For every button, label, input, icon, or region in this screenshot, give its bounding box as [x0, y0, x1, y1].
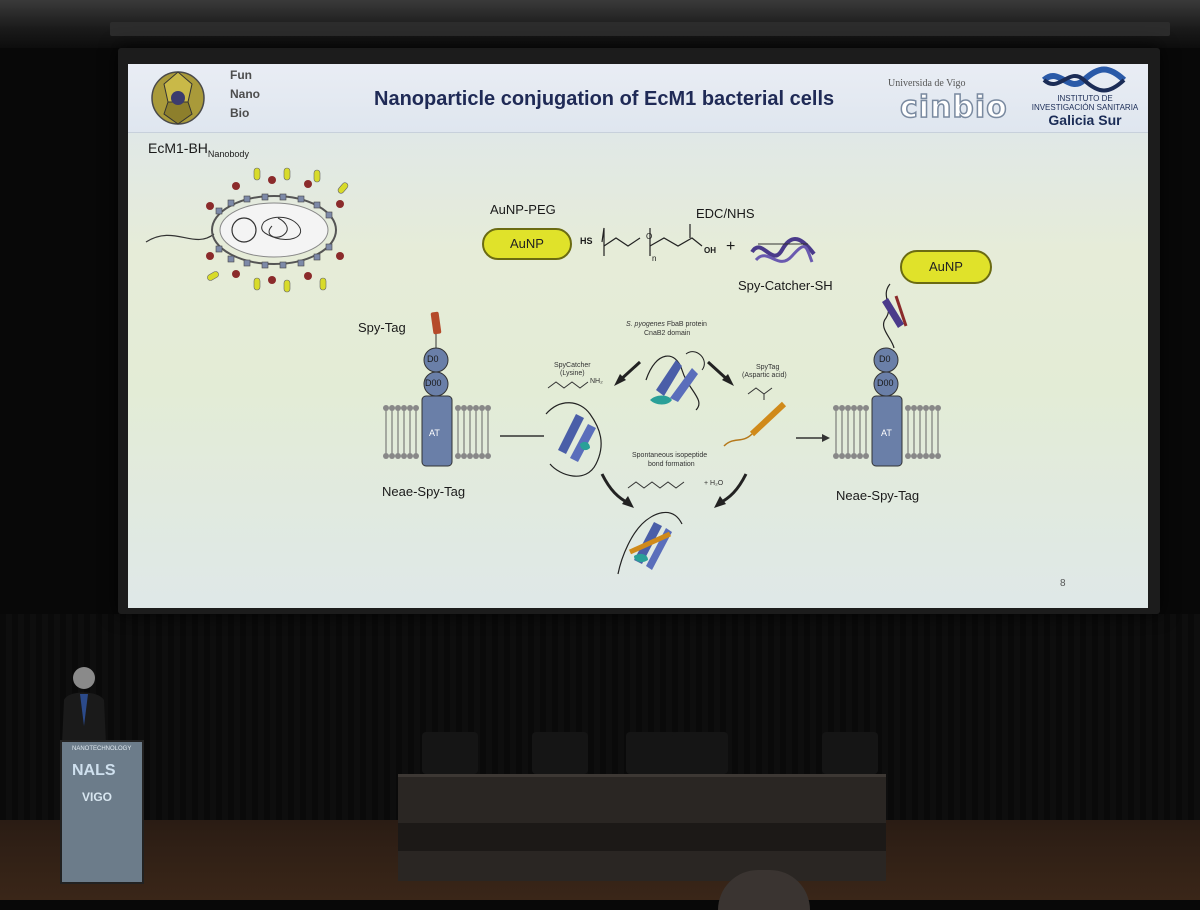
logo-line-bio: Bio — [230, 106, 250, 120]
aunp-pill-left: AuNP — [482, 228, 572, 260]
neae-spy-tag-left-label: Neae-Spy-Tag — [382, 484, 466, 499]
logo-line-fun: Fun — [230, 68, 252, 82]
aunp-pill-right: AuNP — [900, 250, 992, 284]
lectern: NANOTECHNOLOGY NALS VIGO — [60, 740, 144, 884]
cinbio-wordmark: cinbio — [899, 89, 1008, 126]
isopeptide-bond-structure — [627, 481, 685, 489]
neae-spy-tag-left-diagram — [383, 311, 491, 467]
galicia-line-3: Galicia Sur — [1048, 112, 1122, 128]
fbab-protein-text: FbaB protein — [664, 321, 707, 328]
peg-oh-text: OH — [704, 246, 716, 255]
lysine-label: (Lysine) — [560, 370, 585, 377]
ceiling-lights — [110, 22, 1170, 36]
ecm1-label-sub: Nanobody — [207, 148, 249, 159]
cnab2-domain-label: CnaB2 domain — [644, 330, 691, 337]
chair — [672, 732, 728, 774]
slide-header: Fun Nano Bio Nanoparticle conjugation of… — [128, 64, 1148, 133]
fbab-protein-structure — [645, 351, 705, 411]
peg-o-text: O — [646, 232, 653, 241]
d0-right-label: D0 — [879, 354, 891, 364]
slide-title: Nanoparticle conjugation of EcM1 bacteri… — [374, 88, 835, 110]
ecm1-label: EcM1-BHNanobody — [148, 140, 249, 159]
slide-page-number: 8 — [1060, 578, 1066, 589]
logo-line-nano: Nano — [230, 87, 260, 101]
chair — [532, 732, 588, 774]
galicia-line-2: INVESTIGACIÓN SANITARIA — [1031, 103, 1139, 112]
lectern-sub-text: NANOTECHNOLOGY — [72, 746, 132, 752]
h2o-label: + H₂O — [704, 480, 724, 487]
neae-spy-tag-right-label: Neae-Spy-Tag — [836, 488, 920, 503]
spytag-label: SpyTag — [756, 364, 780, 371]
bacterial-cell-diagram — [145, 167, 349, 293]
panel-table — [398, 774, 886, 881]
d0-left-label: D0 — [427, 354, 439, 364]
lectern-city-text: VIGO — [82, 790, 113, 804]
spy-tag-label: Spy-Tag — [358, 320, 406, 335]
spontaneous-label: Spontaneous isopeptide — [632, 452, 708, 459]
speaker-silhouette — [62, 667, 106, 744]
funnanobio-emblem-icon — [151, 71, 205, 125]
plus-sign: + — [726, 238, 736, 255]
at-left-label: AT — [429, 428, 440, 438]
funnanobio-logo: Fun Nano Bio — [148, 68, 260, 128]
cinbio-logo: Universida de Vigo cinbio — [888, 78, 1016, 126]
connector-line-left — [500, 435, 544, 437]
aunp-peg-label: AuNP-PEG — [490, 202, 556, 217]
galicia-sur-logo: INSTITUTO DE INVESTIGACIÓN SANITARIA Gal… — [1024, 66, 1146, 130]
arrow-to-right-construct — [796, 434, 830, 442]
spy-catcher-sh-label: Spy-Catcher-SH — [738, 278, 833, 293]
edc-nhs-label: EDC/NHS — [696, 206, 755, 221]
chair — [822, 732, 878, 774]
d00-left-label: D00 — [425, 378, 442, 388]
nh2-label: NH₂ — [590, 378, 603, 385]
fbab-species-text: S. pyogenes — [626, 321, 665, 328]
spytag-peptide-structure — [723, 401, 787, 447]
galicia-sur-wave-icon — [1041, 66, 1127, 93]
spycatcher-label: SpyCatcher — [554, 362, 591, 369]
peg-hs-text: HS — [580, 236, 593, 246]
spycatcher-protein-structure — [545, 402, 602, 477]
reaction-arrows — [600, 360, 748, 508]
peg-n-text: n — [652, 254, 657, 263]
fbab-protein-label: S. pyogenes FbaB protein — [626, 321, 707, 328]
bond-formation-label: bond formation — [648, 461, 695, 468]
spycatcher-spytag-complex-structure — [617, 511, 683, 575]
table-front-band — [398, 823, 886, 851]
aspartic-acid-label: (Aspartic acid) — [742, 372, 787, 379]
ecm1-label-main: EcM1-BH — [148, 140, 208, 156]
galicia-line-1: INSTITUTO DE — [1057, 94, 1113, 103]
aspartic-acid-structure — [747, 387, 773, 400]
d00-right-label: D00 — [877, 378, 894, 388]
peg-structure-diagram — [601, 224, 703, 256]
lectern-logo: NALS — [72, 762, 116, 779]
presentation-slide: Fun Nano Bio Nanoparticle conjugation of… — [128, 64, 1148, 608]
cinbio-university-text: Universida de Vigo — [888, 78, 966, 89]
at-right-label: AT — [881, 428, 892, 438]
chair — [422, 732, 478, 774]
spy-catcher-sh-protein-icon — [750, 237, 816, 263]
funnanobio-wordmark: Fun Nano Bio — [230, 66, 260, 123]
neae-spy-tag-right-diagram — [833, 283, 941, 467]
ceiling — [0, 0, 1200, 48]
lysine-chain-diagram — [547, 381, 589, 389]
